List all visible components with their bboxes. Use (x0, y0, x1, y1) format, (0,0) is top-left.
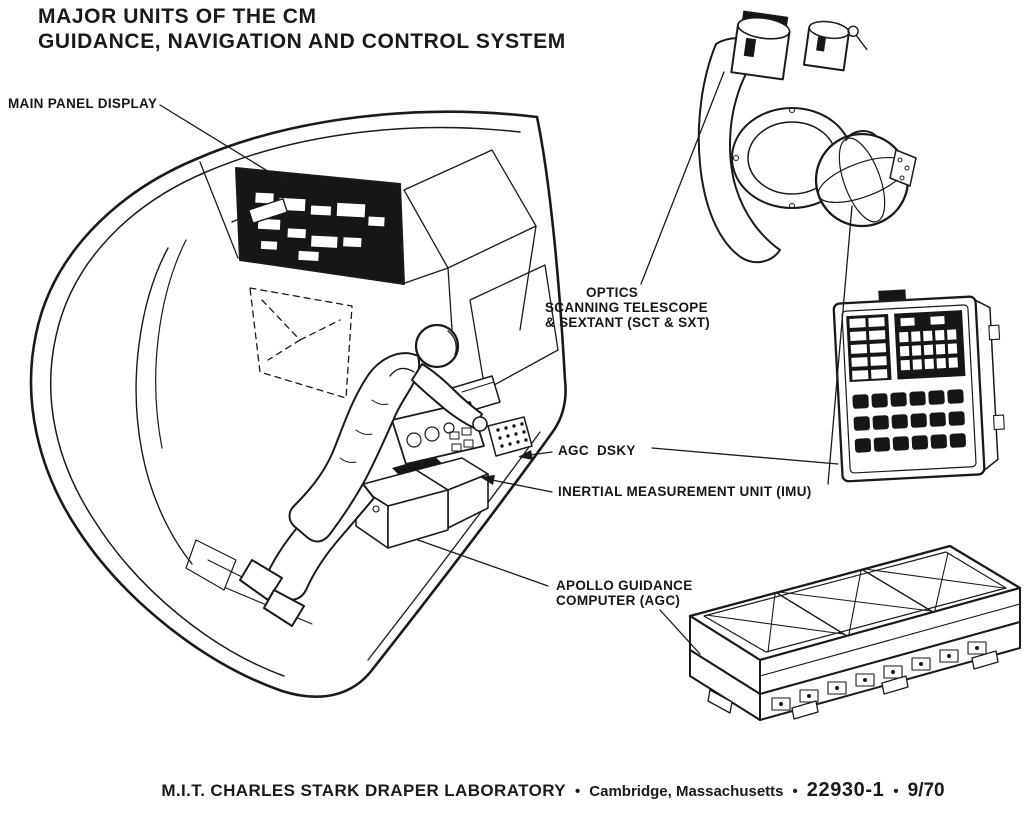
footer-credit: M.I.T. CHARLES STARK DRAPER LABORATORY •… (0, 779, 1036, 802)
optics-assembly-figure (697, 10, 868, 264)
callout-optics-line2: SCANNING TELESCOPE (545, 300, 708, 315)
footer-bullet-2: • (792, 783, 798, 800)
callout-agc-dsky: AGC DSKY (558, 443, 636, 458)
footer-doc-number: 22930-1 (806, 779, 885, 801)
callout-optics-line1: OPTICS (586, 285, 639, 300)
callout-agc-line1: APOLLO GUIDANCE (556, 578, 693, 593)
gn-console-figure (355, 375, 533, 549)
callout-main-panel-display: MAIN PANEL DISPLAY (8, 96, 158, 111)
leader-lines (159, 71, 853, 655)
imu-sphere-figure (814, 130, 917, 228)
footer-bullet-1: • (575, 783, 581, 800)
command-module-hull (29, 110, 567, 698)
footer-date: 9/70 (907, 780, 945, 801)
title-line-1: MAJOR UNITS OF THE CM (38, 5, 317, 28)
dsky-figure (832, 289, 1005, 483)
callout-optics: OPTICS SCANNING TELESCOPE & SEXTANT (SCT… (545, 285, 710, 330)
agc-figure (688, 544, 1022, 721)
footer-location: Cambridge, Massachusetts (589, 783, 784, 800)
main-panel-figure (231, 167, 405, 285)
diagram-title: MAJOR UNITS OF THE CM GUIDANCE, NAVIGATI… (38, 4, 566, 54)
callout-optics-line3: & SEXTANT (SCT & SXT) (545, 315, 711, 330)
astronaut-figure (239, 323, 488, 627)
callout-agc: APOLLO GUIDANCE COMPUTER (AGC) (556, 578, 693, 608)
callout-agc-line2: COMPUTER (AGC) (556, 593, 681, 608)
footer-lab-name: M.I.T. CHARLES STARK DRAPER LABORATORY (161, 781, 566, 800)
cabin-structure (249, 149, 559, 399)
footer-bullet-3: • (893, 783, 899, 800)
title-line-2: GUIDANCE, NAVIGATION AND CONTROL SYSTEM (38, 30, 566, 53)
callout-imu: INERTIAL MEASUREMENT UNIT (IMU) (558, 484, 812, 499)
